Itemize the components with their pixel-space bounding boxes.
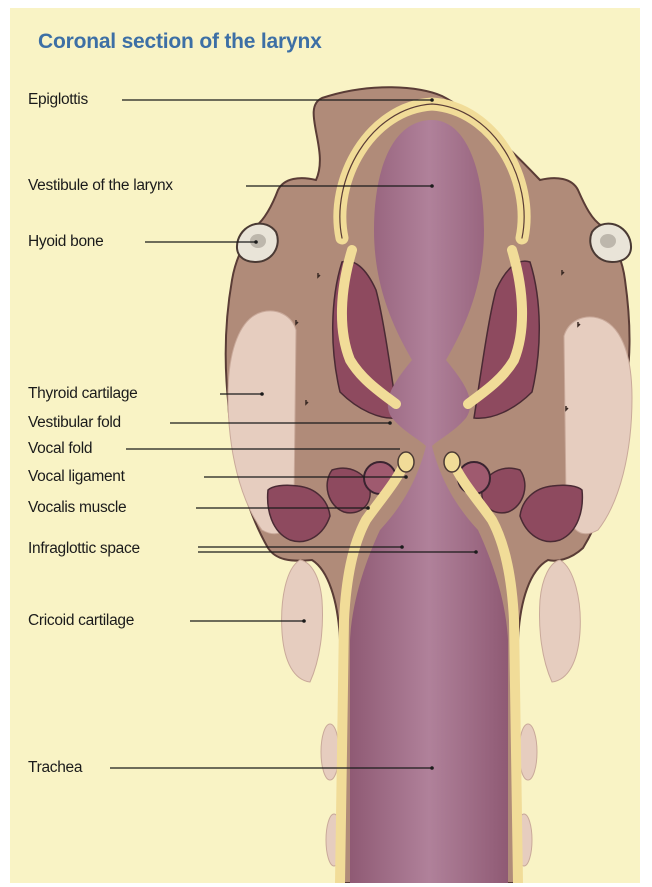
diagram-title: Coronal section of the larynx xyxy=(38,30,322,54)
cricoid-cartilage-right xyxy=(540,560,581,682)
label-vestibule: Vestibule of the larynx xyxy=(28,177,173,195)
label-epiglottis: Epiglottis xyxy=(28,91,88,109)
label-cricoid-cartilage: Cricoid cartilage xyxy=(28,612,134,630)
label-hyoid-bone: Hyoid bone xyxy=(28,233,103,251)
hyoid-bone-right xyxy=(590,224,631,262)
label-thyroid-cartilage: Thyroid cartilage xyxy=(28,385,137,403)
label-infraglottic-space: Infraglottic space xyxy=(28,540,140,558)
label-vocal-fold: Vocal fold xyxy=(28,440,92,458)
label-trachea: Trachea xyxy=(28,759,82,777)
label-vocalis-muscle: Vocalis muscle xyxy=(28,499,126,517)
label-vocal-ligament: Vocal ligament xyxy=(28,468,125,486)
larynx-illustration xyxy=(10,8,640,883)
diagram-panel: Coronal section of the larynx Epiglottis… xyxy=(10,8,640,883)
label-vestibular-fold: Vestibular fold xyxy=(28,414,121,432)
